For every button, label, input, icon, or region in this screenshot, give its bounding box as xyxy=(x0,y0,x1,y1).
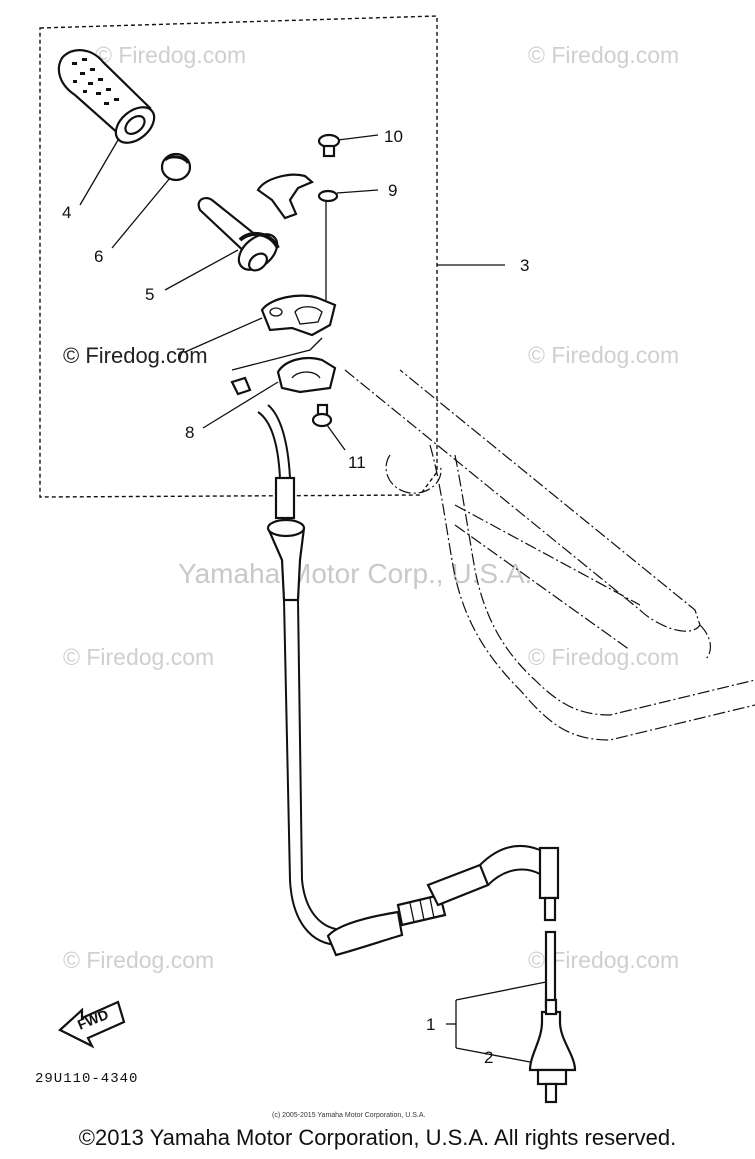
watermark-firedog: © Firedog.com xyxy=(528,644,679,670)
screw-11 xyxy=(311,403,346,451)
grip-end xyxy=(160,152,192,182)
callout-4: 4 xyxy=(62,203,71,222)
callout-9: 9 xyxy=(388,181,397,200)
throttle-housing-upper xyxy=(260,294,337,337)
throttle-tube xyxy=(197,196,280,272)
watermark-firedog: © Firedog.com xyxy=(528,342,679,368)
callout-5: 5 xyxy=(145,285,154,304)
cable-lower-end xyxy=(446,930,577,1104)
throttle-cover-bracket xyxy=(256,173,327,300)
screw-10 xyxy=(317,133,379,158)
watermark-firedog: © Firedog.com xyxy=(63,947,214,973)
leader-line-8 xyxy=(202,381,279,429)
small-copyright: (c) 2005-2015 Yamaha Motor Corporation, … xyxy=(272,1112,425,1119)
watermark-firedog: © Firedog.com xyxy=(528,42,679,68)
assembly-boundary xyxy=(39,15,438,498)
callout-7: 7 xyxy=(176,345,185,364)
callout-6: 6 xyxy=(94,247,103,266)
copyright-footer: ©2013 Yamaha Motor Corporation, U.S.A. A… xyxy=(78,1125,677,1150)
leader-line-4 xyxy=(79,139,119,206)
diagram-code: 29U110-4340 xyxy=(35,1071,138,1087)
watermark-firedog: © Firedog.com xyxy=(63,644,214,670)
throttle-cable xyxy=(257,404,560,957)
handlebar-outline xyxy=(344,369,755,741)
watermark-yamaha: Yamaha Motor Corp., U.S.A. xyxy=(178,558,532,589)
callout-2: 2 xyxy=(484,1048,493,1067)
watermark-firedog: © Firedog.com xyxy=(95,42,246,68)
callout-8: 8 xyxy=(185,423,194,442)
callout-1: 1 xyxy=(426,1015,435,1034)
callout-11: 11 xyxy=(348,453,366,472)
leader-line-5 xyxy=(164,249,239,291)
leader-line-7 xyxy=(184,317,263,353)
leader-line-6 xyxy=(111,177,171,249)
callout-3: 3 xyxy=(520,256,529,275)
grip xyxy=(57,49,156,144)
throttle-housing-lower xyxy=(230,356,337,396)
watermark-firedog: © Firedog.com xyxy=(63,343,208,368)
leader-line-7b xyxy=(231,337,323,371)
callout-10: 10 xyxy=(384,127,403,146)
washer-9 xyxy=(317,189,379,203)
fwd-arrow: FWD xyxy=(58,1000,126,1049)
